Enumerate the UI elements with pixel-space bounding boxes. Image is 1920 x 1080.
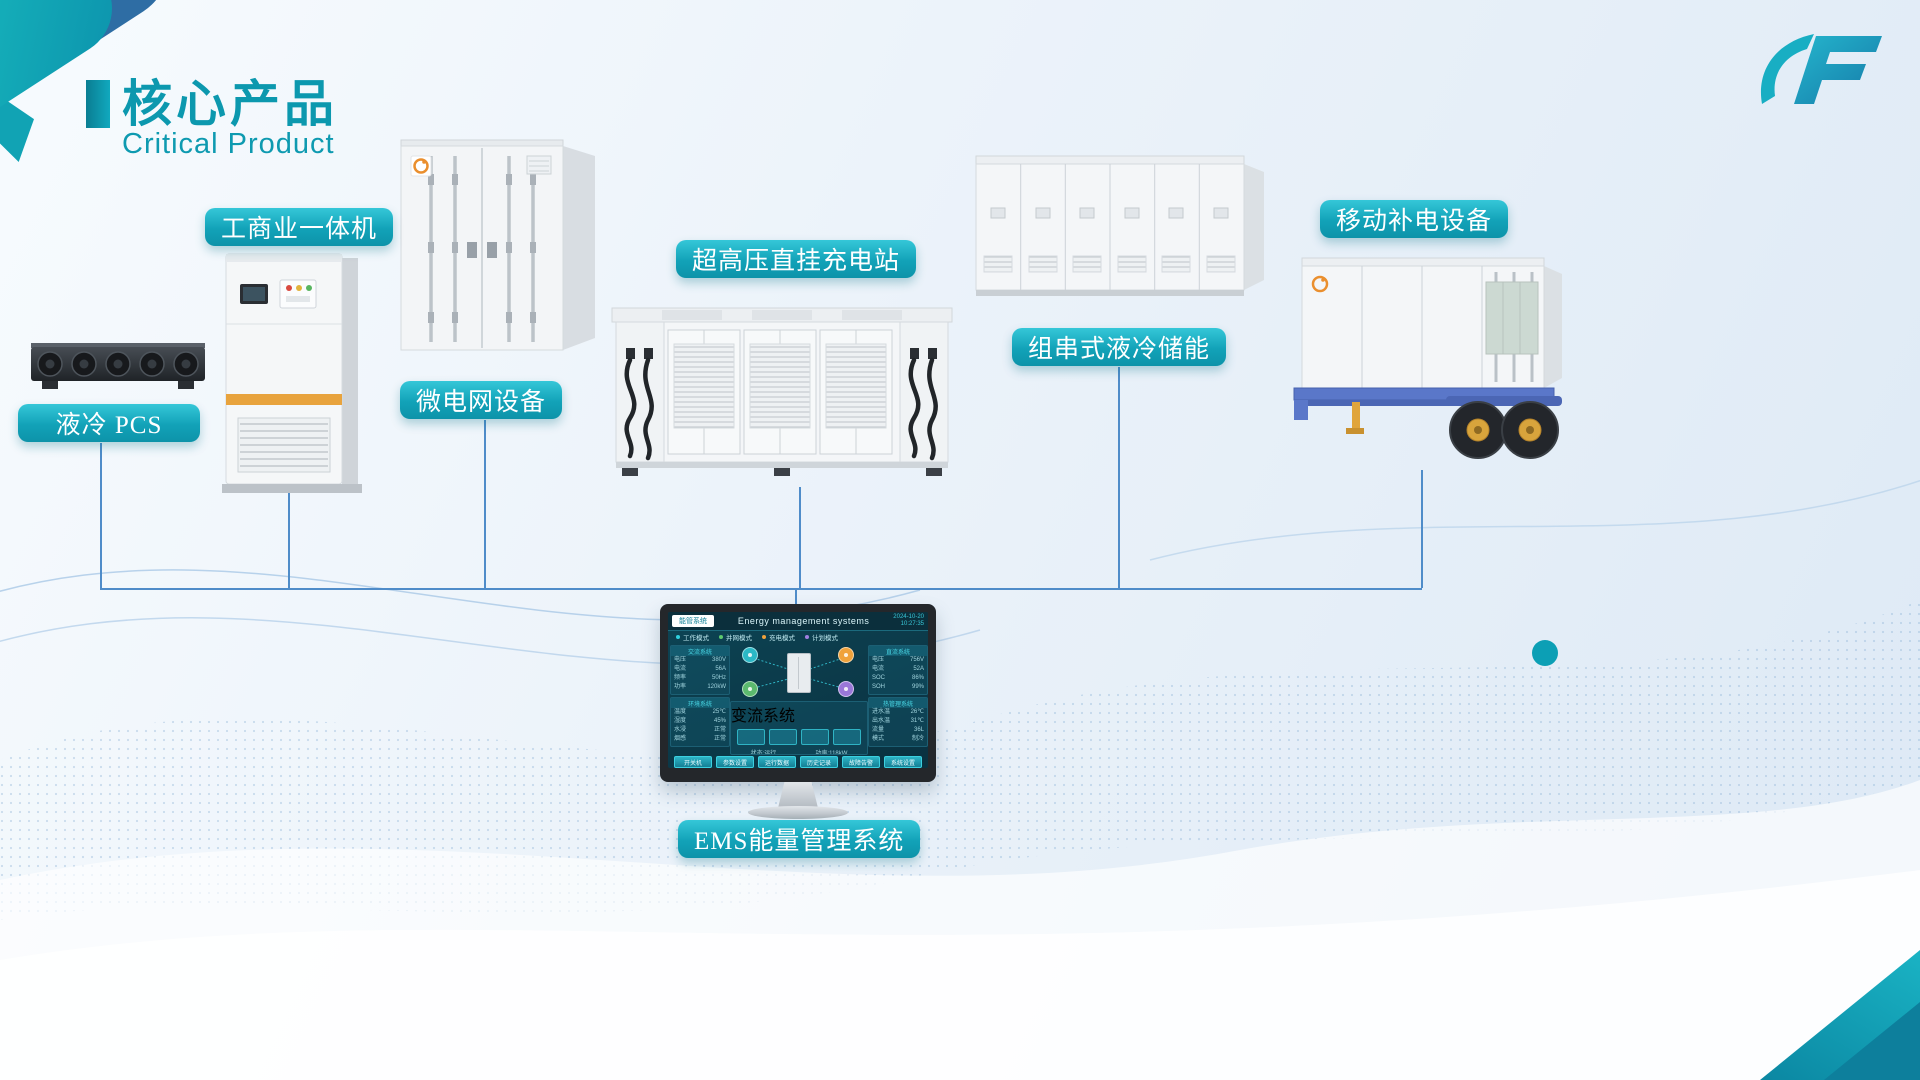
ems-button: 故障告警 [842, 756, 880, 768]
ems-header: 能管系统 Energy management systems 2024-10-2… [668, 612, 928, 631]
ems-panel-pcs: 变流系统 状态:运行 功率:118kW [730, 701, 868, 755]
ems-screen: 能管系统 Energy management systems 2024-10-2… [668, 612, 928, 768]
ems-pcs-cell-boxes [731, 729, 867, 745]
connector-cabinet [288, 492, 290, 588]
ems-mode-item: 工作模式 [676, 632, 709, 642]
pcs-cabinet-icon [787, 653, 811, 693]
ems-mode-item: 充电模式 [762, 632, 795, 642]
connector-pcs [100, 443, 102, 588]
connector-bus [100, 588, 1422, 590]
ems-mode-row: 工作模式 并网模式 充电模式 计划模式 [668, 631, 928, 643]
company-logo-icon [1760, 34, 1882, 104]
load-node-icon [838, 681, 854, 697]
ems-button: 历史记录 [800, 756, 838, 768]
right-edge-dot [1532, 640, 1558, 666]
grid-node-icon [742, 647, 758, 663]
label-mobile-power: 移动补电设备 [1320, 200, 1509, 238]
monitor-stand-base [748, 806, 848, 819]
label-microgrid-equipment: 微电网设备 [400, 381, 563, 419]
ems-datetime: 2024-10-20 10:27:35 [893, 614, 924, 628]
ems-buttons-row: 开关机 参数设置 运行数据 历史记录 故障告警 系统设置 [668, 755, 928, 768]
transformer-node-icon [838, 647, 854, 663]
label-industrial-all-in-one: 工商业一体机 [205, 208, 394, 246]
ems-button: 系统设置 [884, 756, 922, 768]
connector-charging [799, 487, 801, 588]
microgrid-container-image [395, 130, 600, 370]
string-storage-container-image [972, 150, 1267, 310]
ems-mode-item: 计划模式 [805, 632, 838, 642]
mobile-power-trailer-image [1282, 252, 1572, 475]
ems-screen-title: Energy management systems [737, 616, 870, 626]
ems-mode-item: 并网模式 [719, 632, 752, 642]
ems-button: 开关机 [674, 756, 712, 768]
page-subtitle: Critical Product [122, 128, 335, 160]
ems-brand-badge: 能管系统 [672, 615, 714, 627]
charging-station-image [602, 300, 962, 495]
label-hv-charging-station: 超高压直挂充电站 [676, 240, 917, 278]
ems-flow-diagram [730, 645, 866, 699]
label-ems: EMS能量管理系统 [678, 820, 921, 858]
label-liquid-cooled-pcs: 液冷 PCS [18, 404, 200, 442]
industrial-cabinet-image [222, 250, 362, 499]
ems-time: 10:27:35 [900, 621, 924, 627]
ems-button: 运行数据 [758, 756, 796, 768]
label-string-storage: 组串式液冷储能 [1012, 328, 1227, 366]
ems-date: 2024-10-20 [893, 614, 924, 620]
connector-microgrid [484, 420, 486, 588]
title-accent-bar [86, 80, 110, 128]
ems-monitor: 能管系统 Energy management systems 2024-10-2… [660, 604, 936, 820]
liquid-cooled-pcs-image [28, 333, 208, 400]
monitor-bezel: 能管系统 Energy management systems 2024-10-2… [660, 604, 936, 782]
pv-node-icon [742, 681, 758, 697]
page-title: 核心产品 [122, 76, 338, 132]
connector-mobile [1421, 470, 1423, 588]
monitor-stand-neck [778, 782, 818, 808]
connector-string-storage [1118, 367, 1120, 588]
ems-button: 参数设置 [716, 756, 754, 768]
connector-monitor [795, 588, 797, 606]
